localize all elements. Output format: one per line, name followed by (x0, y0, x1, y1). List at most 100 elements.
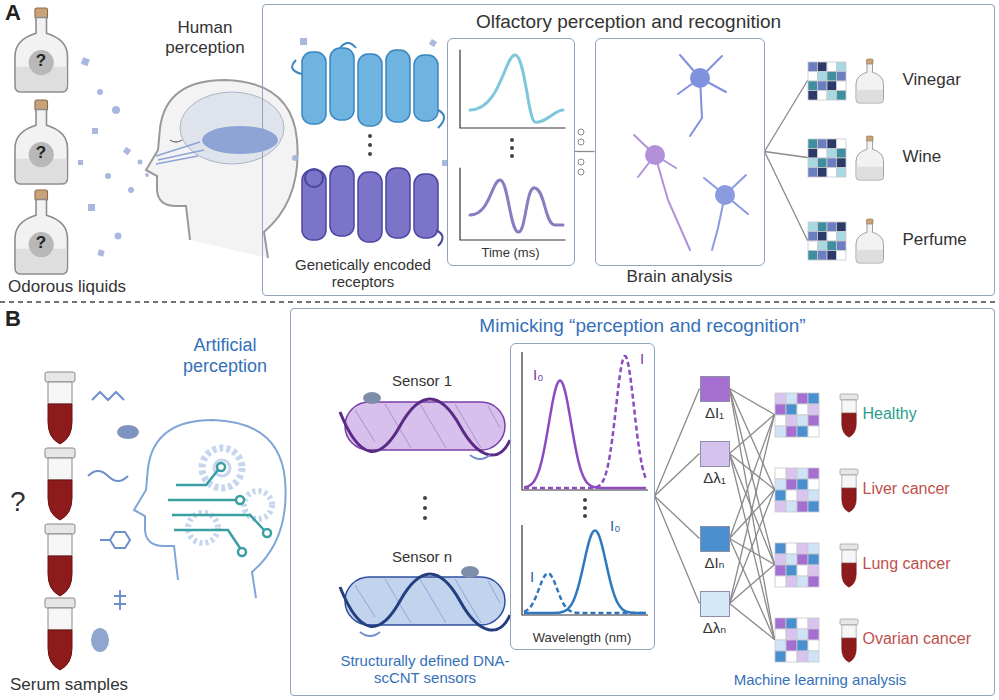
biomolecule (92, 392, 124, 400)
olfactory-receptor (305, 169, 323, 187)
brain-box: Brain analysis (595, 38, 765, 266)
pattern-matrix (837, 168, 847, 178)
diagnosis-label: Ovarian cancer (863, 630, 972, 648)
serum-tube (45, 598, 75, 670)
pattern-matrix (775, 468, 786, 479)
connector (730, 565, 775, 604)
pattern-matrix (808, 149, 818, 159)
pattern-matrix (797, 543, 808, 554)
output-item: Liver cancer (775, 467, 990, 513)
odor-particles (78, 160, 83, 165)
pattern-matrix (797, 651, 808, 662)
pattern-matrix (818, 72, 828, 82)
output-bottle (856, 219, 884, 263)
olfactory-receptor (429, 39, 437, 47)
group-caption: Odorous liquids (8, 277, 126, 297)
odor-bottle (15, 8, 68, 92)
sensor-label: Sensor n (392, 548, 452, 565)
pattern-matrix (775, 426, 786, 437)
odor-particles (145, 173, 149, 177)
pattern-matrix (808, 139, 818, 149)
odor-particles (115, 233, 122, 240)
serum-tube (45, 448, 75, 520)
pattern-matrix (775, 393, 786, 404)
biomolecule (91, 628, 109, 652)
box-label: Brain analysis (586, 267, 774, 287)
olfactory-receptor (414, 55, 438, 121)
pattern-matrix (808, 62, 818, 72)
feature-label: Δλ₁ (680, 469, 750, 486)
panel-divider (0, 301, 999, 303)
unknown-mark: ? (10, 486, 26, 518)
class-label: Wine (903, 147, 942, 167)
output-tube (840, 469, 858, 512)
signal-box: Time (ms) (447, 38, 575, 266)
connector (730, 539, 775, 640)
diagnosis-label: Lung cancer (863, 555, 951, 573)
group-caption: Serum samples (10, 675, 128, 695)
odor-bottle (15, 190, 68, 274)
connector (730, 389, 775, 565)
olfactory-receptor (302, 48, 438, 126)
pattern-matrix (775, 501, 786, 512)
cnt-sensor (340, 574, 510, 630)
pattern-matrix (808, 651, 819, 662)
olfactory-receptor (368, 134, 372, 138)
part-caption: Structurally defined DNA-scCNT sensors (335, 652, 515, 687)
pattern-matrix (818, 158, 828, 168)
pattern-matrix (837, 149, 847, 159)
pattern-matrix (797, 426, 808, 437)
pattern-matrix (818, 139, 828, 149)
pattern-matrix (786, 576, 797, 587)
olfactory-receptor (358, 54, 382, 126)
pattern-matrix (808, 393, 819, 404)
pattern-matrix (797, 415, 808, 426)
output-item: Wine (808, 135, 988, 181)
pattern-matrix (775, 554, 786, 565)
pattern-matrix (827, 91, 837, 101)
pattern-matrix (818, 91, 828, 101)
pattern-matrix (786, 554, 797, 565)
pattern-matrix (808, 565, 819, 576)
output-tube (840, 544, 858, 587)
connector (730, 539, 775, 565)
curve-label: I₀ (533, 366, 543, 383)
pattern-matrix (786, 415, 797, 426)
spike-trace (510, 154, 514, 158)
signal-port (578, 139, 584, 145)
axis-label: Wavelength (nm) (511, 631, 654, 646)
connector (765, 152, 808, 241)
cnt-sensor (423, 496, 427, 500)
feature-square: Δλ₁ (700, 441, 730, 467)
pattern-matrix (775, 415, 786, 426)
pattern-matrix (827, 72, 837, 82)
spectrum-curve (524, 573, 646, 613)
pattern-matrix (827, 251, 837, 261)
cnt-sensor (345, 402, 505, 450)
pattern-matrix (786, 501, 797, 512)
panel-box: Olfactory perception and recognitionTime… (262, 4, 995, 296)
bottle-mark: ? (31, 51, 51, 71)
biomolecule (100, 532, 130, 548)
output-tube (840, 394, 858, 437)
pattern-matrix (797, 501, 808, 512)
panel-caption: Human perception (150, 18, 260, 57)
pattern-matrix (818, 222, 828, 232)
curve-label: I (530, 568, 534, 585)
pattern-matrix (808, 426, 819, 437)
artificial-head (134, 420, 286, 598)
pattern-matrix (808, 576, 819, 587)
connector (575, 151, 595, 152)
pattern-matrix (808, 415, 819, 426)
panel-caption: Artificial perception (170, 335, 280, 376)
pattern-matrix (775, 543, 786, 554)
output-tube (840, 619, 858, 662)
pattern-matrix (808, 618, 819, 629)
odor-particles (81, 57, 90, 66)
pattern-matrix (818, 241, 828, 251)
pattern-matrix (827, 222, 837, 232)
pattern-matrix (775, 618, 819, 662)
cnt-sensor (340, 392, 510, 636)
olfactory-receptor (436, 230, 443, 246)
